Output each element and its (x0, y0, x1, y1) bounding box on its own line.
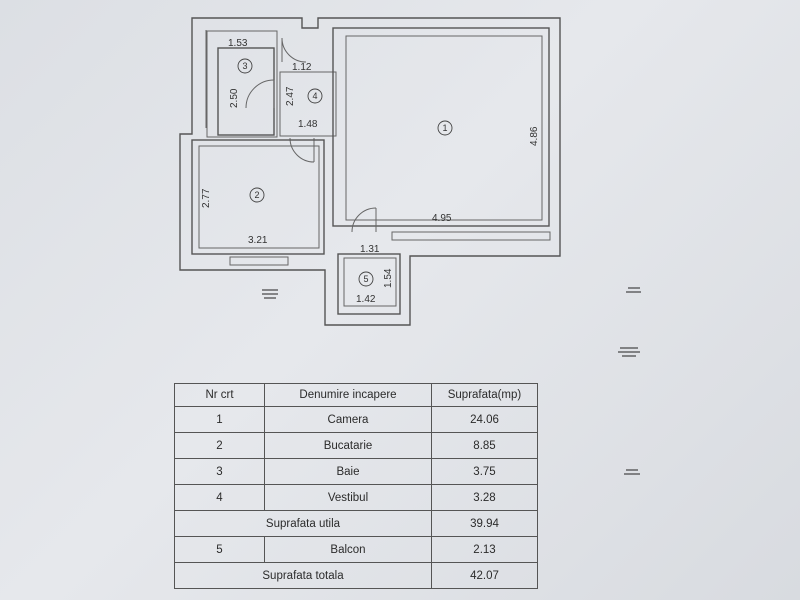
table-row: 4 Vestibul 3.28 (174, 484, 538, 511)
row-nr: 2 (174, 432, 265, 459)
svg-text:1: 1 (442, 123, 447, 133)
room-area-table: Nr crt Denumire incapere Suprafata(mp) 1… (174, 383, 538, 589)
dim-kitchen-width: 3.21 (248, 235, 268, 246)
dim-room-length: 4.86 (529, 126, 540, 146)
useful-area-value: 39.94 (431, 510, 538, 537)
row-area: 24.06 (431, 406, 538, 433)
row-nr: 4 (174, 484, 265, 511)
bathroom-room (206, 30, 278, 138)
balcony-room (337, 253, 401, 315)
col-nr-header: Nr crt (174, 383, 265, 407)
table-row: 5 Balcon 2.13 (174, 536, 538, 563)
col-name-header: Denumire incapere (264, 383, 432, 407)
dim-hall-top: 1.12 (292, 62, 312, 73)
svg-text:3: 3 (242, 61, 247, 71)
scan-noise-marks (262, 287, 641, 475)
room-marker-5: 5 (358, 271, 374, 287)
row-area: 2.13 (431, 536, 538, 563)
svg-text:4: 4 (312, 91, 317, 101)
total-area-row: Suprafata totala 42.07 (174, 562, 538, 589)
useful-area-row: Suprafata utila 39.94 (174, 510, 538, 537)
dim-hall-bottom: 1.48 (298, 119, 318, 130)
table-row: 2 Bucatarie 8.85 (174, 432, 538, 459)
kitchen-room (191, 139, 325, 266)
dim-kitchen-side: 2.77 (201, 188, 212, 208)
dim-balcony-top: 1.31 (360, 244, 380, 255)
row-name: Vestibul (264, 484, 432, 511)
hall-room (279, 37, 337, 163)
total-area-value: 42.07 (431, 562, 538, 589)
room-marker-1: 1 (437, 120, 453, 136)
dim-room-width: 4.95 (432, 213, 452, 224)
svg-text:2: 2 (254, 190, 259, 200)
row-area: 3.28 (431, 484, 538, 511)
dim-hall-side: 2.47 (285, 86, 296, 106)
dim-bath-length: 2.50 (229, 88, 240, 108)
dim-balcony-side: 1.54 (383, 268, 394, 288)
row-nr: 1 (174, 406, 265, 433)
row-nr: 5 (174, 536, 265, 563)
dim-balcony-bottom: 1.42 (356, 294, 376, 305)
table-row: 3 Baie 3.75 (174, 458, 538, 485)
row-area: 8.85 (431, 432, 538, 459)
row-nr: 3 (174, 458, 265, 485)
table-header-row: Nr crt Denumire incapere Suprafata(mp) (174, 383, 538, 407)
room-marker-4: 4 (307, 88, 323, 104)
row-name: Balcon (264, 536, 432, 563)
total-area-label: Suprafata totala (174, 562, 432, 589)
room-marker-3: 3 (237, 58, 253, 74)
row-area: 3.75 (431, 458, 538, 485)
useful-area-label: Suprafata utila (174, 510, 432, 537)
row-name: Baie (264, 458, 432, 485)
main-room (332, 27, 551, 241)
dim-bath-width: 1.53 (228, 38, 248, 49)
outer-walls (179, 17, 561, 326)
room-marker-2: 2 (249, 187, 265, 203)
row-name: Camera (264, 406, 432, 433)
svg-text:5: 5 (363, 274, 368, 284)
table-row: 1 Camera 24.06 (174, 406, 538, 433)
col-area-header: Suprafata(mp) (431, 383, 538, 407)
row-name: Bucatarie (264, 432, 432, 459)
